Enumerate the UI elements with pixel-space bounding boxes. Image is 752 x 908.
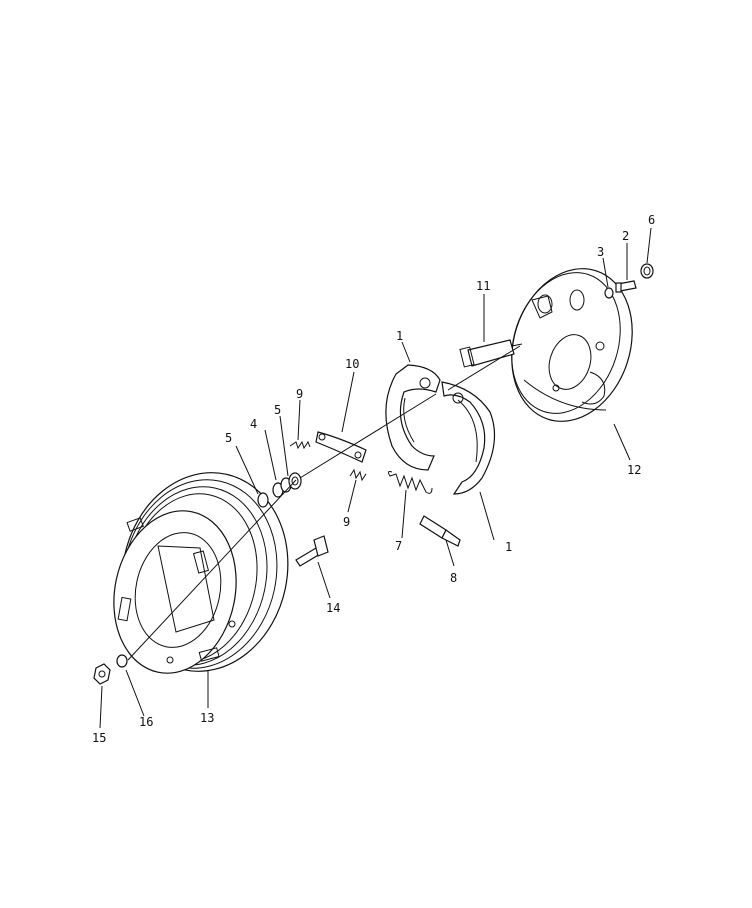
bolt-part-2	[615, 280, 637, 293]
label-9-lower: 9	[343, 515, 350, 529]
label-1-upper: 1	[396, 329, 403, 343]
leader-lines	[99, 227, 652, 729]
spring-part-9-lower	[349, 468, 367, 482]
label-15: 15	[92, 731, 106, 745]
label-16: 16	[139, 715, 153, 729]
nut-part-6	[640, 263, 654, 279]
label-6: 6	[648, 213, 655, 227]
label-5-right: 5	[274, 403, 281, 417]
washer-part-3	[604, 287, 614, 299]
label-13: 13	[200, 711, 214, 725]
label-10: 10	[345, 357, 359, 371]
washer-part-16	[116, 654, 128, 668]
label-11: 11	[476, 279, 490, 293]
nut-part-15	[93, 663, 111, 685]
label-7: 7	[395, 539, 402, 553]
adjuster-part-8	[419, 515, 461, 547]
label-3: 3	[597, 245, 604, 259]
label-14: 14	[326, 601, 340, 615]
label-5-left: 5	[225, 431, 232, 445]
label-9-upper: 9	[296, 387, 303, 401]
stud-bolt-part-14	[295, 535, 329, 567]
label-2: 2	[622, 229, 629, 243]
label-8: 8	[450, 571, 457, 585]
label-1-lower: 1	[505, 540, 512, 554]
washer-stack-part-5-4	[257, 472, 302, 508]
spring-part-9-upper	[289, 440, 311, 450]
assembly-axis-line	[127, 345, 521, 661]
spring-part-7	[387, 471, 433, 494]
link-part-10	[315, 431, 367, 463]
brake-shoe-upper-part	[385, 364, 441, 471]
label-12: 12	[627, 463, 641, 477]
cam-shaft-part	[459, 339, 523, 368]
brake-shoe-lower-part	[441, 381, 496, 495]
backing-plate-part	[511, 268, 633, 422]
label-4: 4	[250, 417, 257, 431]
